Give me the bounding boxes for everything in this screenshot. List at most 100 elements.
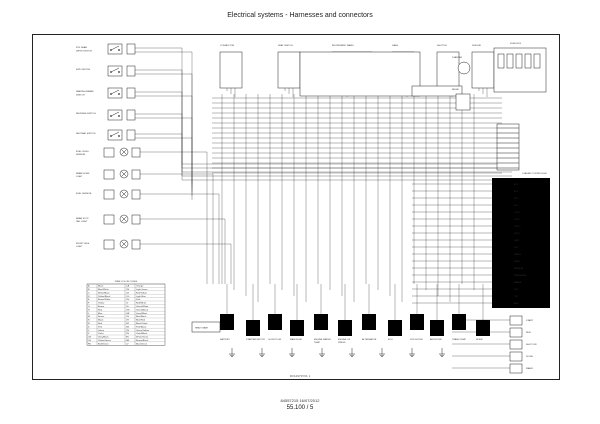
instrument-panel-frame	[299, 51, 421, 97]
footer-page-number: 55.100 / 5	[286, 405, 314, 411]
heat-start-label: HEAT START	[195, 327, 209, 330]
connector-block	[131, 169, 141, 180]
legend-cell: CB	[126, 289, 130, 291]
small-box-label: DIODE	[526, 356, 533, 358]
top-component-label: SHUTTLE	[437, 45, 448, 47]
legend-cell: Green	[98, 329, 105, 332]
wire	[140, 243, 232, 284]
component-label: LIGHT	[76, 176, 83, 178]
legend-cell: CG	[126, 296, 130, 298]
footer-doc-code: 84557215 16/07/2012	[280, 398, 320, 403]
legend-cell: G	[88, 306, 90, 308]
wire	[135, 95, 193, 192]
controller-pin-label: OUT 3	[514, 226, 521, 228]
relay-label: RELAY	[452, 88, 460, 91]
connector-block	[126, 129, 136, 141]
bottom-component-label: HYD FILTER	[410, 339, 423, 341]
bottom-component-label: GLOW PLUG	[268, 339, 282, 341]
legend-cell: Pink/Black	[136, 326, 147, 328]
connector-box	[219, 51, 243, 89]
wire	[135, 73, 193, 188]
bottom-component-label: HORN	[476, 339, 483, 341]
switch-terminal	[109, 92, 113, 96]
legend-cell: Z	[88, 333, 90, 335]
top-component-label: INSTRUMENT PANEL	[332, 44, 355, 47]
component-layer	[103, 43, 547, 374]
switch-terminal	[117, 92, 121, 96]
legend-cell: LV	[126, 343, 129, 345]
component-label: SENSOR	[76, 154, 86, 156]
legend-cell: Grey/White	[136, 312, 148, 315]
switch-body	[107, 65, 123, 77]
diagram-frame	[32, 34, 560, 380]
wire	[140, 218, 226, 284]
controller-pin-label: AUX	[514, 302, 519, 305]
legend-cell: D	[88, 296, 90, 298]
bottom-component-label: STARTER MOTOR	[246, 338, 265, 341]
legend-cell: LR	[126, 320, 129, 322]
component-label: FUEL LEVEL	[76, 151, 90, 153]
legend-cell: Red/Yellow	[136, 292, 147, 294]
legend-cell: Brown/Black	[136, 339, 149, 342]
controller-pin-label: PRESSURE	[514, 275, 527, 277]
controller-pin-label: TILT	[514, 296, 519, 298]
controller-body	[512, 178, 550, 308]
legend-cell: Grey/Black	[98, 336, 110, 339]
lamp-cross	[120, 170, 128, 178]
lamp-cross	[120, 240, 128, 248]
controller-pins	[492, 178, 512, 308]
connector-box	[471, 51, 495, 89]
top-component-label: DASH	[392, 44, 398, 47]
component-label: FUEL SENSOR	[76, 193, 92, 195]
legend-cell: ZN	[126, 333, 129, 335]
legend-cell: Brown/White	[98, 298, 111, 301]
wire	[140, 173, 214, 284]
controller-pin-label: IN 1	[514, 184, 519, 186]
bottom-component	[476, 320, 490, 336]
legend-cell: Brown	[98, 305, 105, 308]
legend-cell: Violet/Black	[136, 332, 148, 335]
legend-cell: CI	[126, 303, 129, 305]
legend-cell: Green/Yellow	[136, 329, 149, 332]
bottom-component	[220, 314, 234, 330]
bottom-component-label: MAIN FUSE	[290, 338, 302, 341]
fuse	[497, 53, 505, 69]
legend-cell: GN	[126, 309, 130, 311]
legend-cell: LN	[126, 316, 129, 318]
legend-cell: Yellow/Green	[98, 339, 112, 342]
bottom-component-label: ENGINE OIL	[338, 339, 351, 341]
legend-cell: Green/Black	[136, 308, 149, 311]
bottom-component-label: TEMP	[314, 342, 321, 344]
switch-contact	[110, 67, 120, 73]
display-box	[411, 85, 463, 97]
connector-box	[277, 51, 301, 89]
switch-label: SWITCH	[76, 95, 85, 97]
controller-pin-label: IN 4	[514, 205, 519, 207]
legend-cell: Pink	[98, 326, 103, 328]
component-label: TAIL LIGHT	[76, 220, 88, 223]
legend-cell: GL	[126, 306, 130, 308]
bottom-component	[290, 320, 304, 336]
bottom-component	[268, 314, 282, 330]
switch-contact	[110, 45, 120, 51]
connector-block	[103, 239, 115, 250]
wire	[135, 91, 512, 173]
legend-cell: Blue/Red	[136, 320, 146, 322]
bottom-component	[314, 314, 328, 330]
connector-block	[126, 109, 136, 121]
wire	[135, 133, 512, 181]
relay-body	[455, 93, 471, 111]
legend-cell: S	[88, 326, 90, 328]
bottom-component-label: TRANS TEMP	[452, 338, 467, 341]
switch-label: PARKING BRAKE	[76, 90, 94, 93]
switch-body	[107, 129, 123, 141]
legend-cell: BV	[126, 337, 129, 339]
legend-cell: CN	[88, 337, 92, 339]
lamp-cross	[120, 148, 128, 156]
legend-cell: White/Green	[136, 336, 149, 339]
legend-cell: Black	[98, 320, 104, 322]
legend-cell: Red	[98, 323, 103, 325]
switch-label: REVERSE SWITCH	[76, 113, 96, 115]
bottom-component	[338, 320, 352, 336]
